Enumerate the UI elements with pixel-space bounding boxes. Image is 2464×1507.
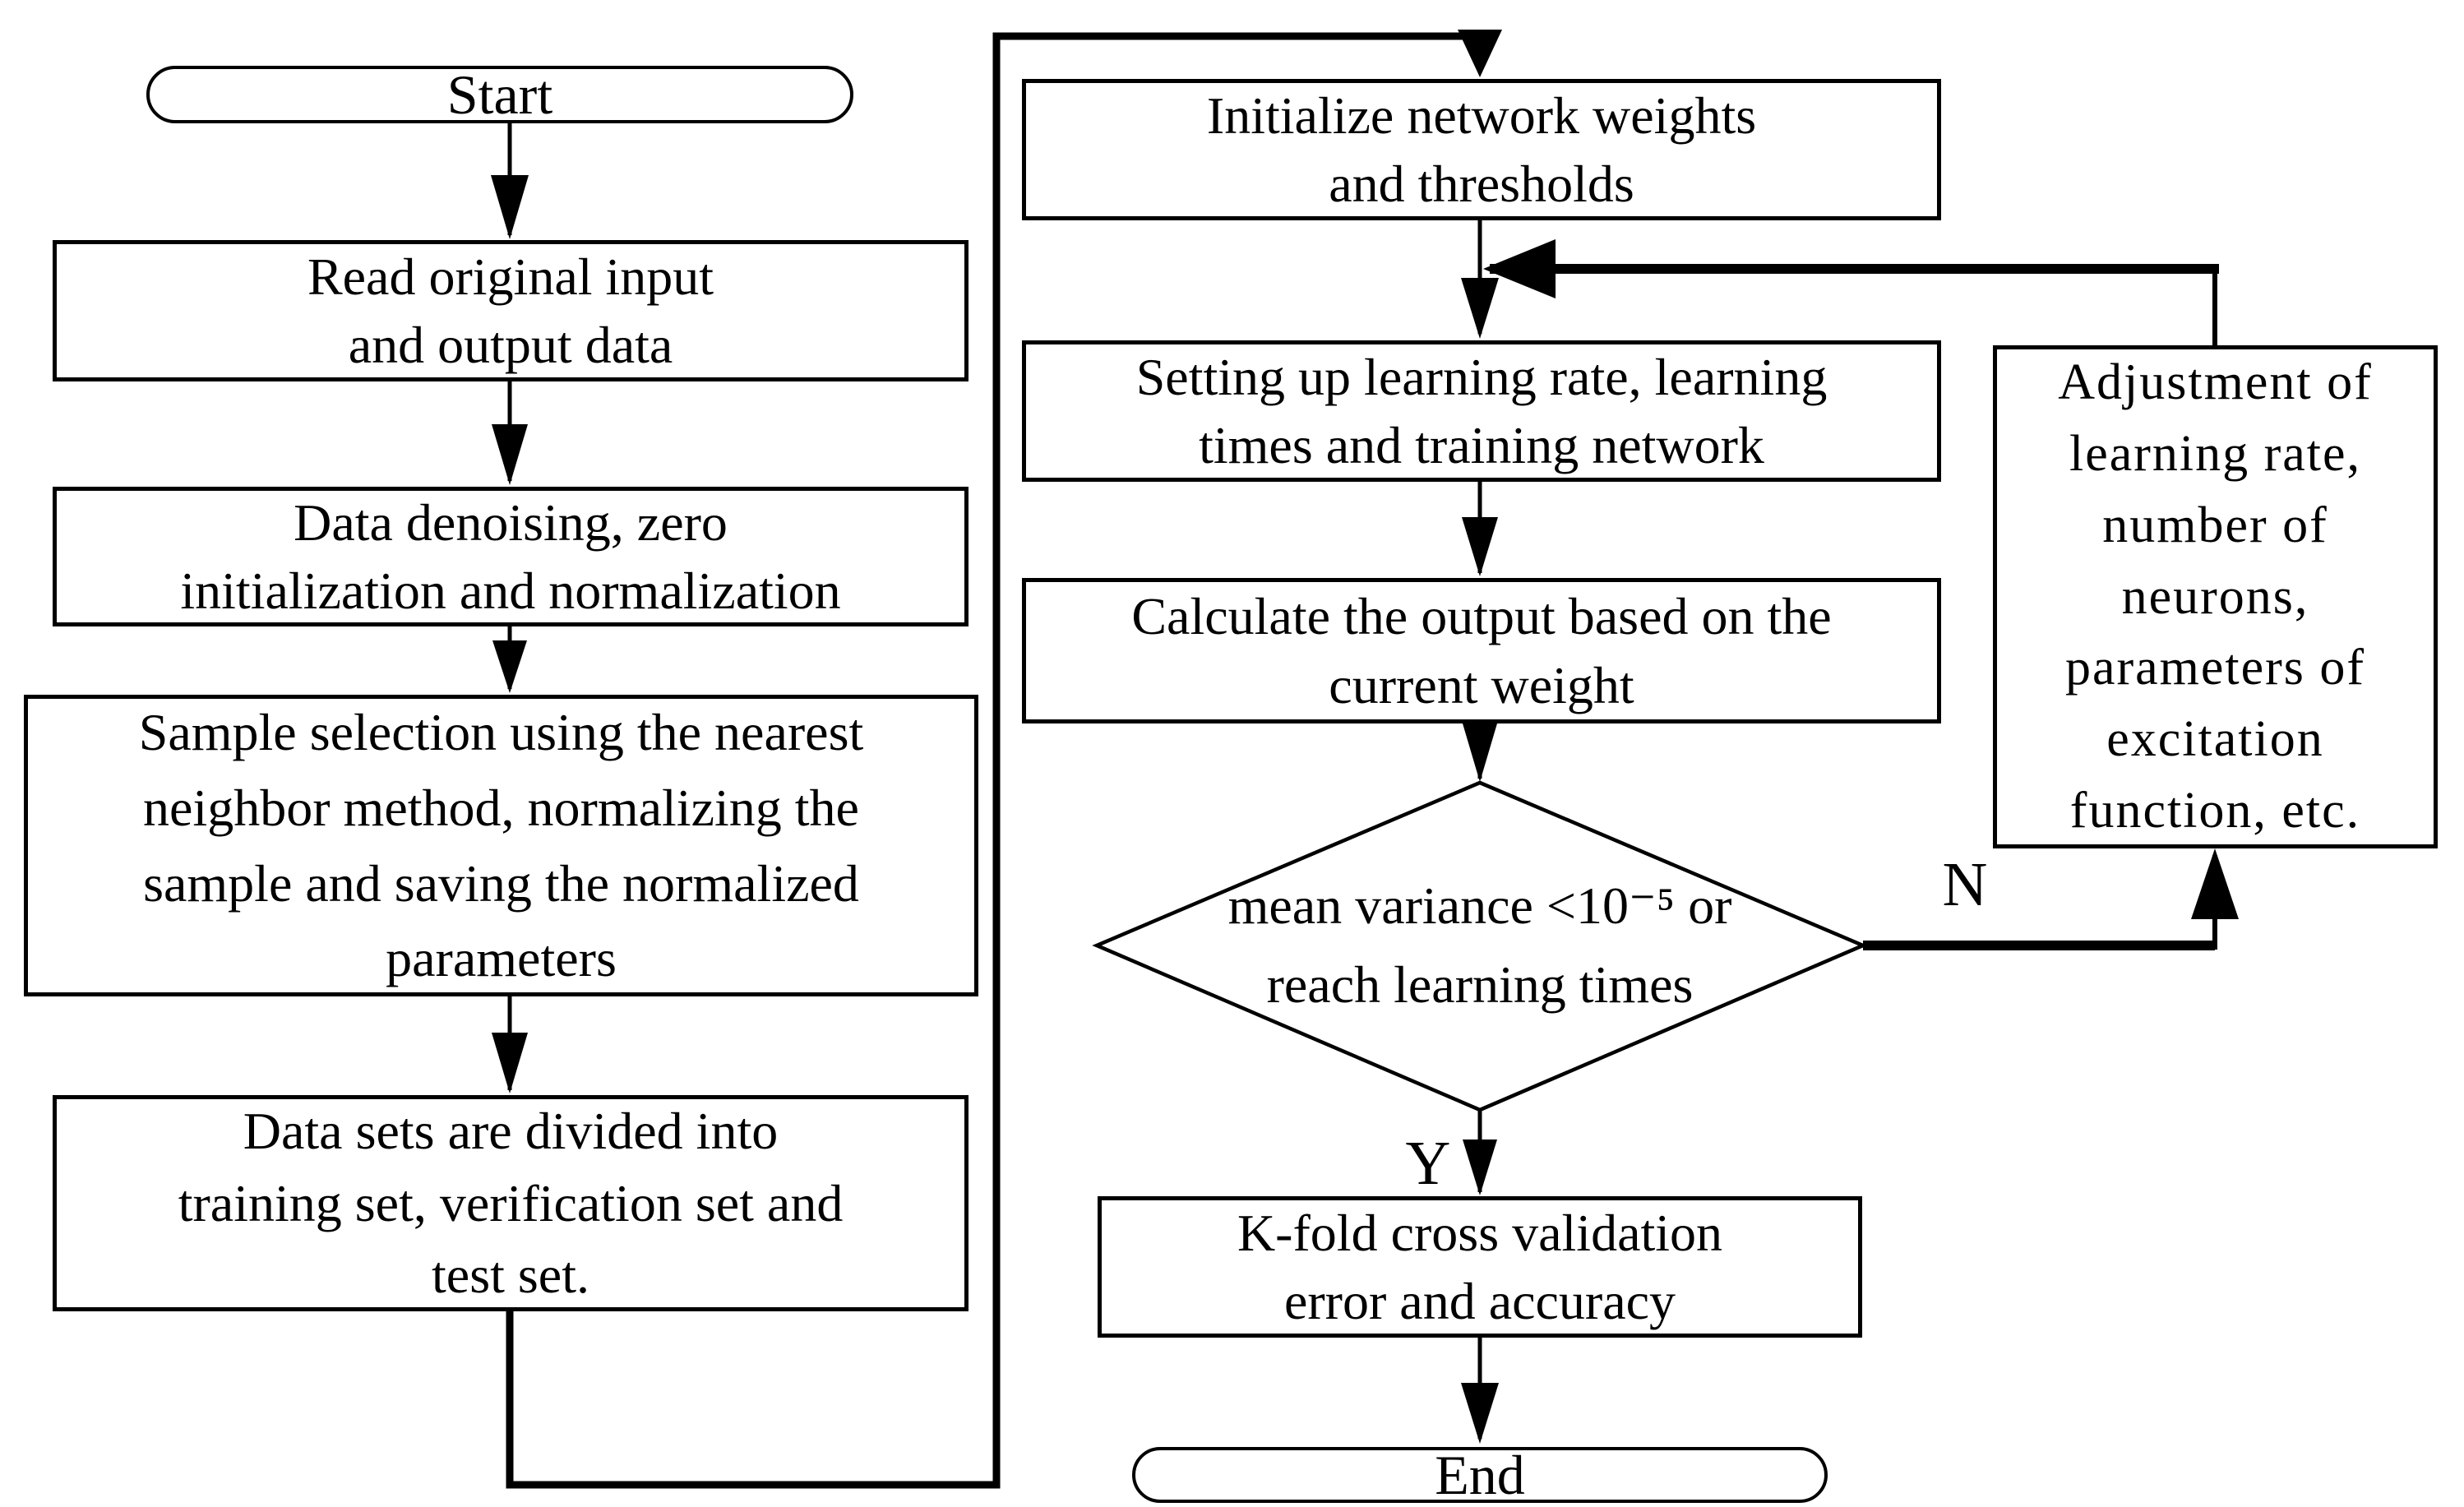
arrowhead-calculate-decision: [1463, 723, 1497, 782]
node-adjustment: Adjustment of learning rate, number of n…: [1993, 345, 2438, 848]
edge-label-yes: Y: [1405, 1128, 1451, 1198]
node-end: End: [1132, 1444, 1828, 1506]
node-start: Start: [146, 63, 853, 126]
arrowhead-init-setting: [1461, 278, 1499, 339]
edge-label-no: N: [1942, 849, 1988, 919]
arrowhead-decision-kfold: [1463, 1139, 1497, 1195]
node-init-weights: Initialize network weights and threshold…: [1022, 79, 1941, 220]
node-dataset-split: Data sets are divided into training set,…: [53, 1095, 968, 1311]
node-setting-learning: Setting up learning rate, learning times…: [1022, 340, 1941, 482]
decision-diamond-label: mean variance <10⁻⁵ or reach learning ti…: [1227, 876, 1732, 1014]
node-read-data: Read original input and output data: [53, 240, 968, 381]
node-denoise: Data denoising, zero initialization and …: [53, 487, 968, 626]
arrowhead-start-read: [491, 175, 529, 239]
arrowhead-setting-calculate: [1462, 517, 1498, 576]
arrowhead-sample-datasets: [492, 1033, 528, 1093]
arrowhead-read-denoise: [492, 424, 528, 485]
node-calculate-output: Calculate the output based on the curren…: [1022, 578, 1941, 723]
arrowhead-decision-adjust: [2191, 848, 2239, 919]
arrowhead-feedback-left: [1483, 239, 1556, 298]
arrowhead-datasets-init: [1458, 30, 1502, 77]
arrowhead-denoise-sample: [492, 640, 527, 693]
arrowhead-kfold-end: [1461, 1383, 1499, 1444]
node-kfold-validation: K-fold cross validation error and accura…: [1098, 1196, 1862, 1338]
node-sample-selection: Sample selection using the nearest neigh…: [24, 695, 978, 996]
